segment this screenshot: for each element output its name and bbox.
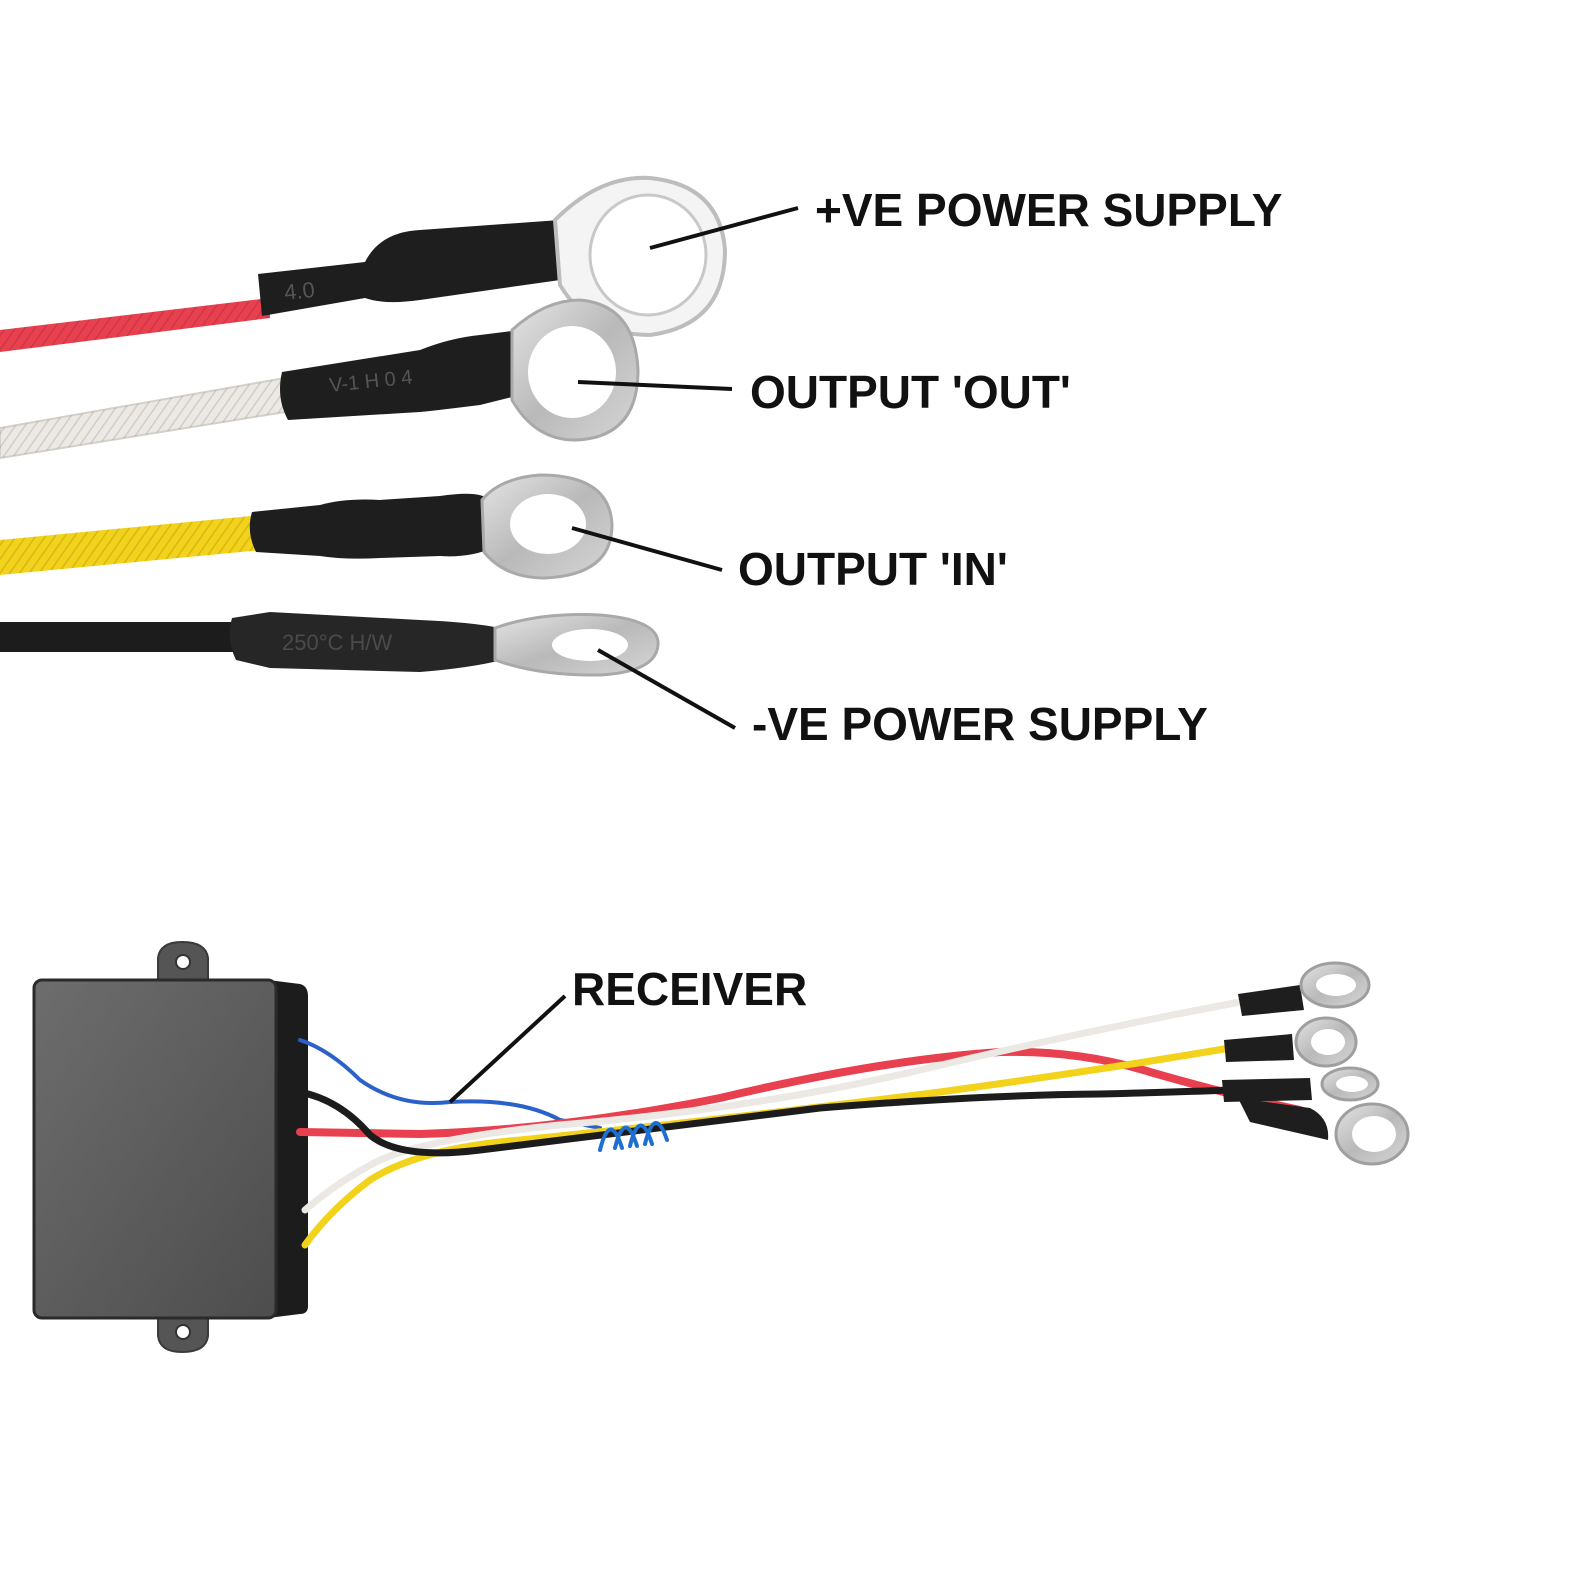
- leader-line-receiver: [448, 994, 567, 1104]
- red-sleeve-marking: 4.0: [283, 277, 316, 305]
- ring-terminal-icon: [510, 298, 640, 442]
- receiver-yellow-terminal: [1224, 1016, 1358, 1068]
- ring-terminal-icon: [1299, 961, 1371, 1009]
- negative-supply-terminal: 250°C H/W: [0, 612, 660, 677]
- receiver-white-wire: [301, 998, 1244, 1214]
- output-in-terminal: [0, 473, 614, 580]
- receiver-box-icon: [32, 940, 308, 1354]
- black-wire: [0, 622, 240, 652]
- ring-terminal-icon: [480, 473, 614, 580]
- black-sleeve-marking: 250°C H/W: [282, 630, 393, 655]
- receiver-red-terminal: [1238, 1098, 1410, 1166]
- leader-line-output-out: [577, 380, 733, 391]
- wire-tie: [598, 1121, 669, 1152]
- output-out-terminal: V-1 H 0 4: [0, 298, 640, 460]
- receiver-white-terminal: [1238, 961, 1371, 1016]
- output-in-label: OUTPUT 'IN': [738, 543, 1008, 595]
- ring-terminal-icon: [1294, 1016, 1358, 1068]
- ring-terminal-icon: [1320, 1066, 1380, 1102]
- black-terminal-sleeve: [229, 612, 502, 672]
- leader-line-negative: [597, 648, 736, 730]
- yellow-terminal-sleeve: [249, 493, 492, 559]
- receiver-yellow-wire: [301, 1044, 1234, 1249]
- leader-line-positive: [649, 206, 799, 250]
- receiver-wire-bundle: [296, 998, 1304, 1249]
- positive-supply-terminal: 4.0: [0, 175, 728, 352]
- negative-supply-label: -VE POWER SUPPLY: [752, 698, 1208, 750]
- red-terminal-sleeve: [258, 220, 568, 316]
- output-out-label: OUTPUT 'OUT': [750, 366, 1071, 418]
- receiver-black-terminal: [1222, 1066, 1380, 1102]
- ring-terminal-icon: [1334, 1102, 1410, 1166]
- ring-terminal-icon: [493, 613, 660, 677]
- ring-terminal-icon: [552, 175, 728, 338]
- receiver-blue-wire: [298, 1038, 602, 1130]
- leader-line-output-in: [571, 526, 723, 572]
- positive-supply-label: +VE POWER SUPPLY: [815, 184, 1282, 236]
- receiver-label: RECEIVER: [572, 963, 807, 1015]
- white-terminal-sleeve: [280, 330, 525, 420]
- receiver-black-wire: [296, 1086, 1234, 1157]
